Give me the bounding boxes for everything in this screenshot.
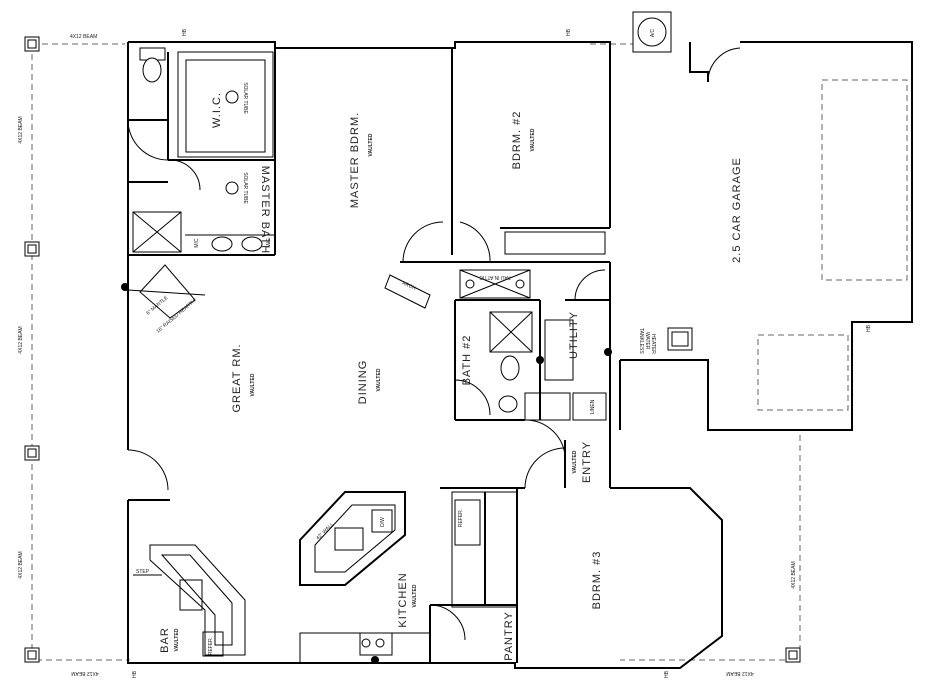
beam-label-right: 4X12 BEAM	[791, 561, 797, 588]
room-label-bath2: BATH #2	[461, 335, 473, 386]
ac-label: A/C	[650, 28, 656, 37]
smoke-detector-icon	[121, 283, 129, 291]
solar-tube-label: SOLAR TUBE	[242, 82, 248, 114]
room-label-wic: W.I.C.	[211, 92, 223, 128]
room-sublabel-master-bdrm: VAULTED	[368, 133, 374, 156]
hose-bib-label: HB	[132, 670, 138, 678]
room-label-bdrm2: BDRM. #2	[511, 111, 523, 170]
room-sublabel-entry: VAULTED	[572, 450, 578, 473]
solar-tube-label: SOLAR TUBE	[242, 172, 248, 204]
toilet-icon	[142, 57, 162, 83]
beam-label-top: 4X12 BEAM	[70, 34, 97, 40]
hose-bib-label: HB	[182, 28, 188, 36]
beam-outline	[31, 43, 801, 661]
room-label-great-rm: GREAT RM.	[231, 343, 243, 412]
room-label-master-bdrm: MASTER BDRM.	[349, 112, 361, 208]
room-label-kitchen: KITCHEN	[397, 572, 409, 627]
water-heater-label: WATER	[644, 332, 650, 350]
smoke-detector-icon	[536, 356, 544, 364]
room-label-pantry: PANTRY	[503, 611, 515, 661]
exterior-walls	[127, 41, 913, 669]
room-label-dining: DINING	[357, 360, 369, 405]
room-label-entry: ENTRY	[581, 441, 593, 483]
water-heater-label: TANKLESS	[638, 328, 644, 354]
fau-label: FAU IN ATTIC	[479, 274, 511, 280]
room-label-bar: BAR	[159, 627, 171, 653]
wall-42-label: 42" WALL	[315, 521, 335, 541]
refrigerator-label: REFER.	[458, 509, 464, 527]
door-swings	[127, 119, 606, 641]
smoke-detector-icon	[604, 348, 612, 356]
garage-door-track	[821, 79, 908, 281]
beam-label-left-mid: 4X12 BEAM	[18, 326, 24, 353]
hose-bib-label: HB	[866, 324, 872, 332]
toilet-icon	[500, 355, 520, 381]
room-label-linen: LINEN	[590, 399, 596, 414]
room-label-bdrm3: BDRM. #3	[591, 551, 603, 610]
hose-bib-label: HB	[664, 670, 670, 678]
step-label: STEP	[136, 569, 150, 575]
arch-label: ARCH	[401, 280, 417, 292]
interior-walls	[127, 48, 693, 664]
solar-tube-icon	[225, 181, 239, 195]
mantle-label: 6" MANTLE	[145, 295, 169, 317]
room-label-master-bath: MASTER BATH	[259, 166, 271, 254]
hose-bib-label: HB	[566, 28, 572, 36]
fixtures	[121, 11, 672, 664]
room-sublabel-great-rm: VAULTED	[250, 373, 256, 396]
room-sublabel-bar: VAULTED	[174, 628, 180, 651]
sink-icon	[498, 395, 518, 413]
room-label-utility: UTILITY	[568, 311, 580, 359]
beam-label-left-top: 4X12 BEAM	[18, 116, 24, 143]
beam-label-bottom-right: 4X12 BEAM	[726, 670, 753, 676]
beam-label-bottom: 4X12 BEAM	[71, 670, 98, 676]
garage-door-swing	[707, 47, 741, 83]
room-sublabel-kitchen: VAULTED	[412, 584, 418, 607]
dishwasher-label: D/W	[380, 517, 386, 527]
beam-columns	[24, 36, 801, 663]
smoke-detector-icon	[371, 656, 379, 664]
water-heater-label: HEATER	[650, 334, 656, 354]
burner-icon	[361, 638, 371, 648]
room-label-garage: 2.5 CAR GARAGE	[731, 157, 743, 263]
sink-icon	[211, 236, 233, 252]
burner-icon	[375, 638, 385, 648]
room-sublabel-bdrm2: VAULTED	[530, 128, 536, 151]
medicine-cabinet-label: M/C	[266, 238, 272, 248]
sink-icon	[241, 236, 263, 252]
bar-refrigerator-label: REFER.	[208, 637, 214, 655]
beam-label-left-bottom: 4X12 BEAM	[18, 551, 24, 578]
solar-tube-icon	[225, 90, 239, 104]
medicine-cabinet-label: M/C	[194, 238, 200, 248]
room-sublabel-dining: VAULTED	[376, 368, 382, 391]
